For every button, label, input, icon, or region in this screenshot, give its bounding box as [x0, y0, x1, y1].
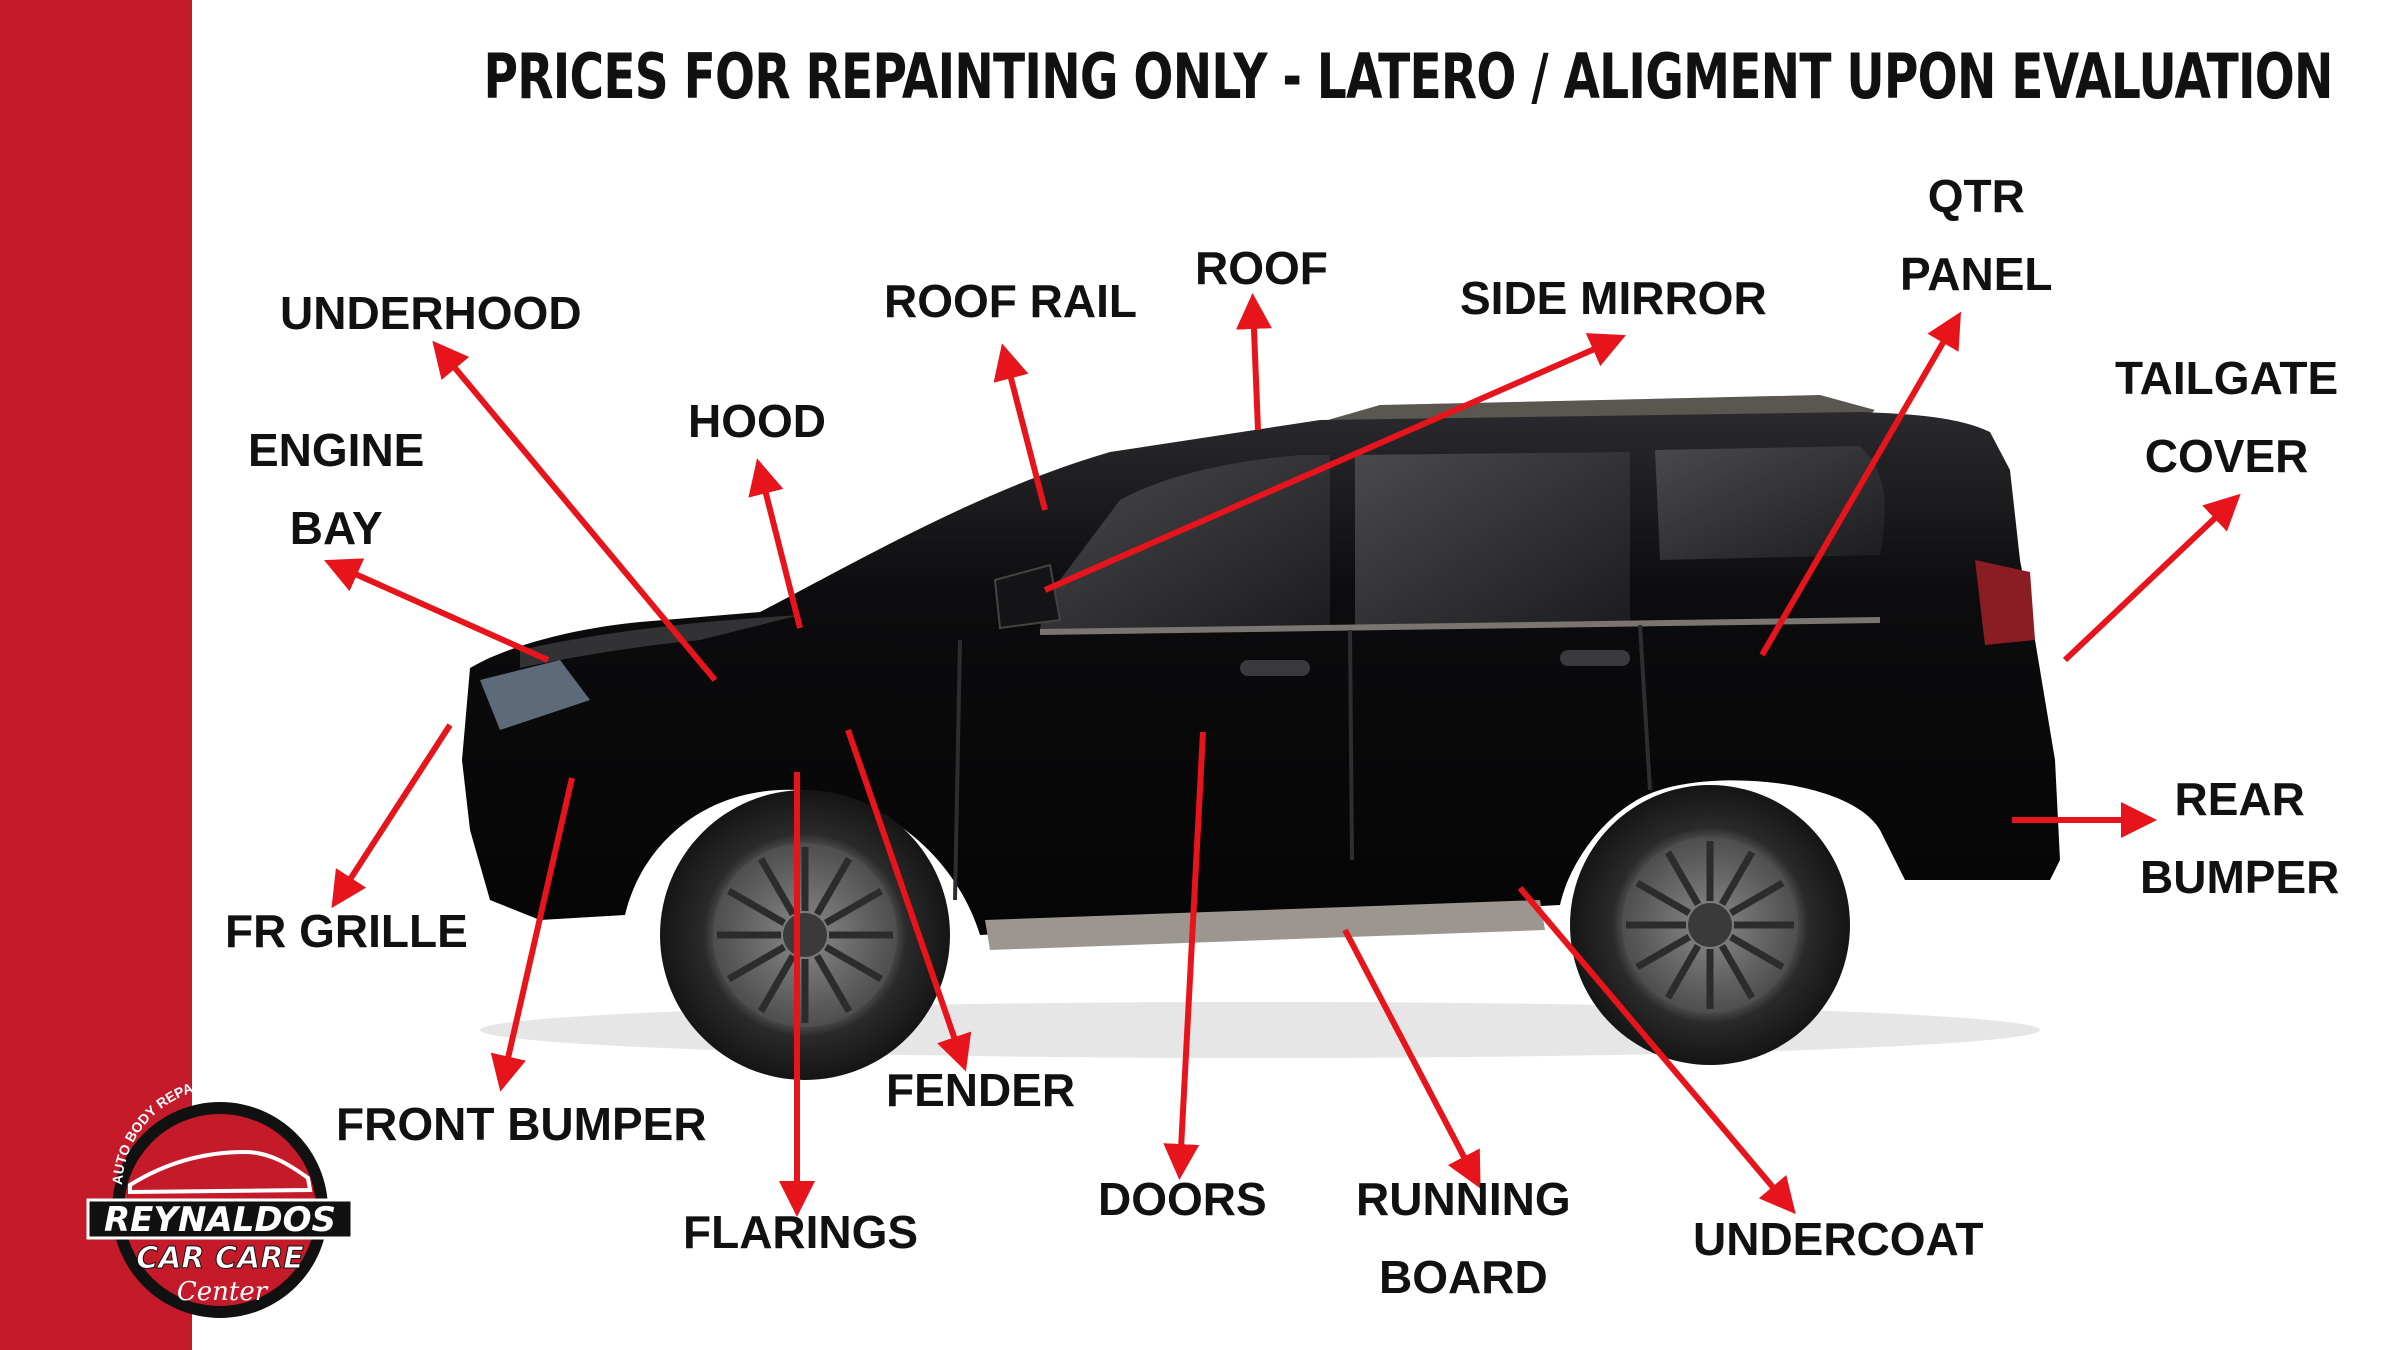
rear-door-window: [1355, 452, 1630, 625]
label-running-board-line2: BOARD: [1379, 1251, 1548, 1303]
wheel-spoke: [1729, 933, 1785, 971]
arrow-fr-grille: [331, 723, 453, 909]
wheel-spoke: [813, 954, 853, 1013]
logo-arc-text: AUTO BODY REPAINT AND RESTORATION: [0, 0, 330, 1185]
quarter-window: [1655, 446, 1885, 560]
wheel-spoke: [727, 943, 786, 983]
label-roof-rail: ROOF RAIL: [884, 275, 1137, 327]
running-board-shape: [985, 900, 1545, 950]
front-door-handle: [1240, 660, 1310, 676]
side-mirror-shape: [993, 563, 1062, 630]
wheel-spoke: [1718, 850, 1756, 906]
arrow-qtr-panel: [1759, 311, 1962, 657]
label-flarings: FLARINGS: [683, 1206, 919, 1258]
wheel-spoke: [757, 857, 797, 916]
label-qtr-panel-line2: PANEL: [1900, 248, 2053, 300]
hood-highlight: [520, 615, 800, 668]
arrow-front-bumper: [490, 777, 575, 1092]
label-engine-bay-line1: ENGINE: [248, 424, 425, 476]
label-rear-bumper-line1: REAR: [2174, 773, 2305, 825]
label-rear-bumper: REAR BUMPER: [2140, 760, 2339, 916]
arrow-hood: [748, 458, 803, 629]
label-qtr-panel: QTR PANEL: [1900, 157, 2053, 313]
wheel-spoke: [1718, 944, 1756, 1000]
label-rear-bumper-line2: BUMPER: [2140, 851, 2340, 903]
label-tailgate-cover-line1: TAILGATE: [2115, 352, 2339, 404]
label-hood: HOOD: [688, 395, 826, 447]
label-undercoat: UNDERCOAT: [1693, 1213, 1984, 1265]
label-tailgate-cover-line2: COVER: [2144, 430, 2309, 482]
logo-car-icon: [128, 1149, 313, 1195]
label-engine-bay-line2: BAY: [289, 502, 383, 554]
label-side-mirror: SIDE MIRROR: [1460, 272, 1767, 324]
arrow-underhood: [432, 340, 718, 682]
arrow-tailgate-cover: [2062, 493, 2241, 663]
wheel-spoke: [757, 954, 797, 1013]
wheel-spoke: [824, 887, 883, 927]
wheel-spoke: [727, 887, 786, 927]
arrow-engine-bay: [324, 558, 550, 663]
headlight: [480, 660, 590, 730]
arrow-side-mirror: [1043, 333, 1626, 593]
logo-line2: CAR CARE: [136, 1241, 304, 1276]
label-front-bumper: FRONT BUMPER: [336, 1098, 707, 1150]
label-running-board-line1: RUNNING: [1356, 1173, 1571, 1225]
logo-name: REYNALDOS: [104, 1200, 336, 1240]
label-tailgate-cover: TAILGATE COVER: [2115, 339, 2338, 495]
label-fr-grille: FR GRILLE: [225, 905, 468, 957]
wheel-spoke: [824, 943, 883, 983]
label-roof: ROOF: [1195, 242, 1328, 294]
wheel-spoke: [1635, 933, 1691, 971]
label-engine-bay: ENGINE BAY: [248, 411, 424, 567]
arrow-doors: [1163, 731, 1206, 1180]
label-qtr-panel-line1: QTR: [1927, 170, 2025, 222]
door-seams: [953, 624, 1652, 901]
label-doors: DOORS: [1098, 1173, 1267, 1225]
label-fender: FENDER: [886, 1064, 1076, 1116]
window-trim: [1039, 617, 1881, 635]
wheel-spoke: [813, 857, 853, 916]
rear-door-handle: [1560, 650, 1630, 666]
wheel-spoke: [1635, 879, 1691, 917]
front-wheel: [660, 790, 950, 1080]
logo-line3: Center: [177, 1277, 269, 1307]
label-underhood: UNDERHOOD: [280, 287, 582, 339]
wheel-spokes: [717, 841, 1794, 1023]
rear-wheel: [1570, 785, 1850, 1065]
wheel-spoke: [1664, 944, 1702, 1000]
taillight: [1975, 560, 2035, 645]
logo-name-banner: [86, 1198, 354, 1240]
label-running-board: RUNNING BOARD: [1356, 1160, 1571, 1316]
arrow-fender: [845, 729, 972, 1072]
page-title: PRICES FOR REPAINTING ONLY - LATERO / AL…: [483, 40, 2333, 113]
arrow-undercoat: [1517, 886, 1796, 1215]
arrow-roof: [1235, 293, 1272, 431]
wheel-spoke: [1664, 850, 1702, 906]
arrow-running-board: [1342, 928, 1481, 1189]
wheel-spoke: [1729, 879, 1785, 917]
arrow-roof-rail: [993, 343, 1048, 511]
